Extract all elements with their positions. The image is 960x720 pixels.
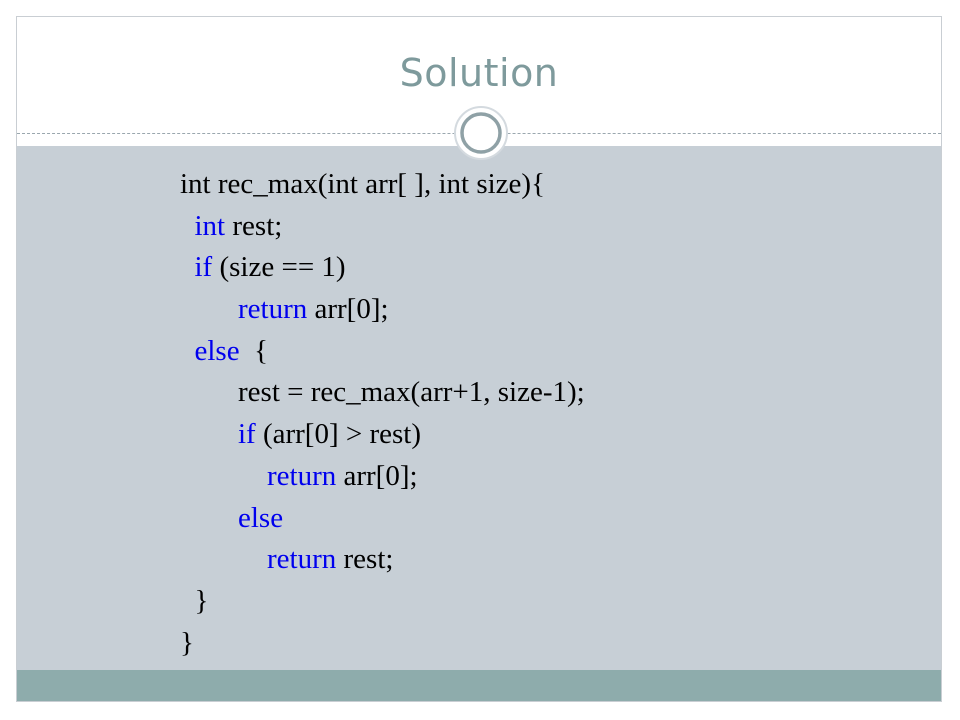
code-line: else {	[180, 331, 585, 373]
code-keyword: return	[238, 293, 308, 326]
code-line: }	[180, 581, 585, 623]
code-indent	[180, 376, 238, 408]
code-keyword: return	[267, 543, 337, 576]
code-keyword: else	[194, 334, 240, 367]
code-text: (size == 1)	[212, 251, 346, 284]
code-line: return arr[0];	[180, 456, 585, 498]
code-block: int rec_max(int arr[ ], int size){ int r…	[180, 164, 585, 664]
code-indent	[180, 585, 195, 617]
code-keyword: if	[194, 251, 213, 284]
code-line: rest = rec_max(arr+1, size-1);	[180, 372, 585, 414]
code-text: }	[180, 626, 194, 659]
code-text: int rec_max(int arr[ ], int size){	[180, 168, 545, 200]
code-line: if (size == 1)	[180, 247, 585, 289]
code-text: rest;	[225, 209, 283, 242]
code-indent	[180, 418, 238, 450]
code-keyword: if	[238, 418, 256, 451]
code-indent	[180, 543, 267, 575]
code-text: rest;	[336, 543, 394, 576]
code-text: arr[0];	[307, 293, 389, 326]
code-text: rest = rec_max(arr+1, size-1);	[238, 376, 585, 409]
circle-ornament-icon	[454, 106, 508, 160]
code-keyword: return	[267, 459, 337, 492]
content-area	[17, 146, 941, 670]
code-keyword: else	[238, 501, 284, 534]
code-indent	[180, 210, 195, 242]
footer-band	[17, 670, 941, 701]
code-line: int rec_max(int arr[ ], int size){	[180, 164, 585, 206]
code-line: else	[180, 498, 585, 540]
code-line: }	[180, 623, 585, 665]
code-indent	[180, 293, 238, 325]
code-indent	[180, 335, 195, 367]
code-line: if (arr[0] > rest)	[180, 414, 585, 456]
code-indent	[180, 502, 238, 534]
code-line: return rest;	[180, 539, 585, 581]
code-keyword: int	[194, 209, 226, 242]
code-text: }	[194, 584, 209, 617]
code-line: int rest;	[180, 206, 585, 248]
code-indent	[180, 251, 195, 283]
slide-title: Solution	[399, 51, 559, 95]
code-text: (arr[0] > rest)	[255, 418, 422, 451]
code-text: {	[239, 334, 269, 367]
code-text: arr[0];	[336, 459, 418, 492]
code-indent	[180, 460, 267, 492]
code-line: return arr[0];	[180, 289, 585, 331]
